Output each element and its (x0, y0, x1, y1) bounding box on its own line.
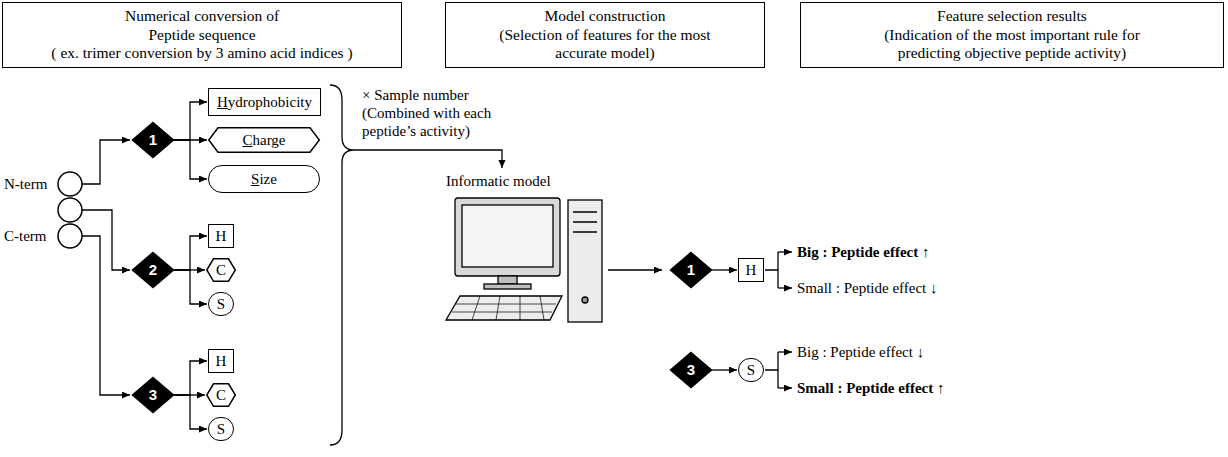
index-box: H (208, 349, 234, 373)
model-label: Informatic model (446, 172, 551, 190)
rule-text: Big : Peptide effect ↑ (797, 243, 929, 261)
position-diamond: 3 (132, 377, 174, 413)
node-label: Hydrophobicity (217, 93, 312, 111)
connector-arrow (174, 102, 207, 140)
node-label: H (216, 352, 227, 370)
index-box: H (738, 258, 764, 282)
rule-text: Small : Peptide effect ↑ (797, 379, 944, 397)
note-text: (Combined with each peptide’s activity) (362, 104, 527, 140)
terminus-label: C-term (4, 227, 47, 245)
node-label: 3 (687, 361, 695, 379)
index-hexagon: C (206, 383, 236, 407)
node-label: Numerical conversion of Peptide sequence (107, 7, 297, 44)
position-diamond: 1 (132, 122, 174, 158)
header-box: Numerical conversion of Peptide sequence… (2, 2, 402, 68)
terminus-label: N-term (4, 175, 47, 193)
index-pill: Size (208, 165, 320, 193)
node-label: S (217, 295, 225, 313)
node-subtext: (Indication of the most important rule f… (862, 26, 1162, 63)
connector-arrow (712, 269, 737, 270)
node-label: Feature selection results (937, 7, 1087, 26)
result-arrow (608, 269, 662, 270)
rule-text: Small : Peptide effect ↓ (797, 279, 938, 297)
computer-icon (446, 198, 602, 322)
node-label: C (216, 261, 226, 279)
connector-arrow (174, 361, 207, 395)
node-subtext: (Selection of features for the most accu… (498, 26, 713, 63)
node-label: Charge (242, 131, 285, 149)
position-diamond: 3 (670, 352, 712, 388)
connector-arrow (174, 236, 207, 270)
node-subtext: ( ex. trimer conversion by 3 amino acid … (51, 44, 352, 63)
connector-arrow (174, 270, 207, 304)
index-hexagon: Charge (208, 127, 320, 153)
node-label: Size (251, 170, 277, 188)
index-pill: S (738, 358, 764, 382)
note-text: × Sample number (362, 86, 469, 104)
node-label: S (217, 420, 225, 438)
connector-arrow (712, 369, 737, 370)
node-label: Model construction (545, 7, 666, 26)
header-box: Model construction(Selection of features… (445, 2, 765, 68)
connector-arrow (174, 395, 207, 429)
rule-branches (765, 252, 792, 388)
index-box: H (208, 224, 234, 248)
connector-arrow (174, 140, 207, 179)
node-label: 2 (149, 261, 157, 279)
header-box: Feature selection results(Indication of … (800, 2, 1224, 68)
index-pill: S (208, 417, 234, 441)
node-label: S (747, 361, 755, 379)
node-label: H (216, 227, 227, 245)
node-label: 1 (687, 261, 695, 279)
node-label: 1 (149, 131, 157, 149)
index-pill: S (208, 292, 234, 316)
position-diamond: 1 (670, 252, 712, 288)
node-label: C (216, 386, 226, 404)
node-label: 3 (149, 386, 157, 404)
index-box: Hydrophobicity (208, 88, 321, 116)
index-hexagon: C (206, 258, 236, 282)
position-diamond: 2 (132, 252, 174, 288)
residue-leaders (82, 140, 130, 395)
peptide-residues (58, 172, 82, 248)
node-label: H (746, 261, 757, 279)
rule-text: Big : Peptide effect ↓ (797, 343, 924, 361)
